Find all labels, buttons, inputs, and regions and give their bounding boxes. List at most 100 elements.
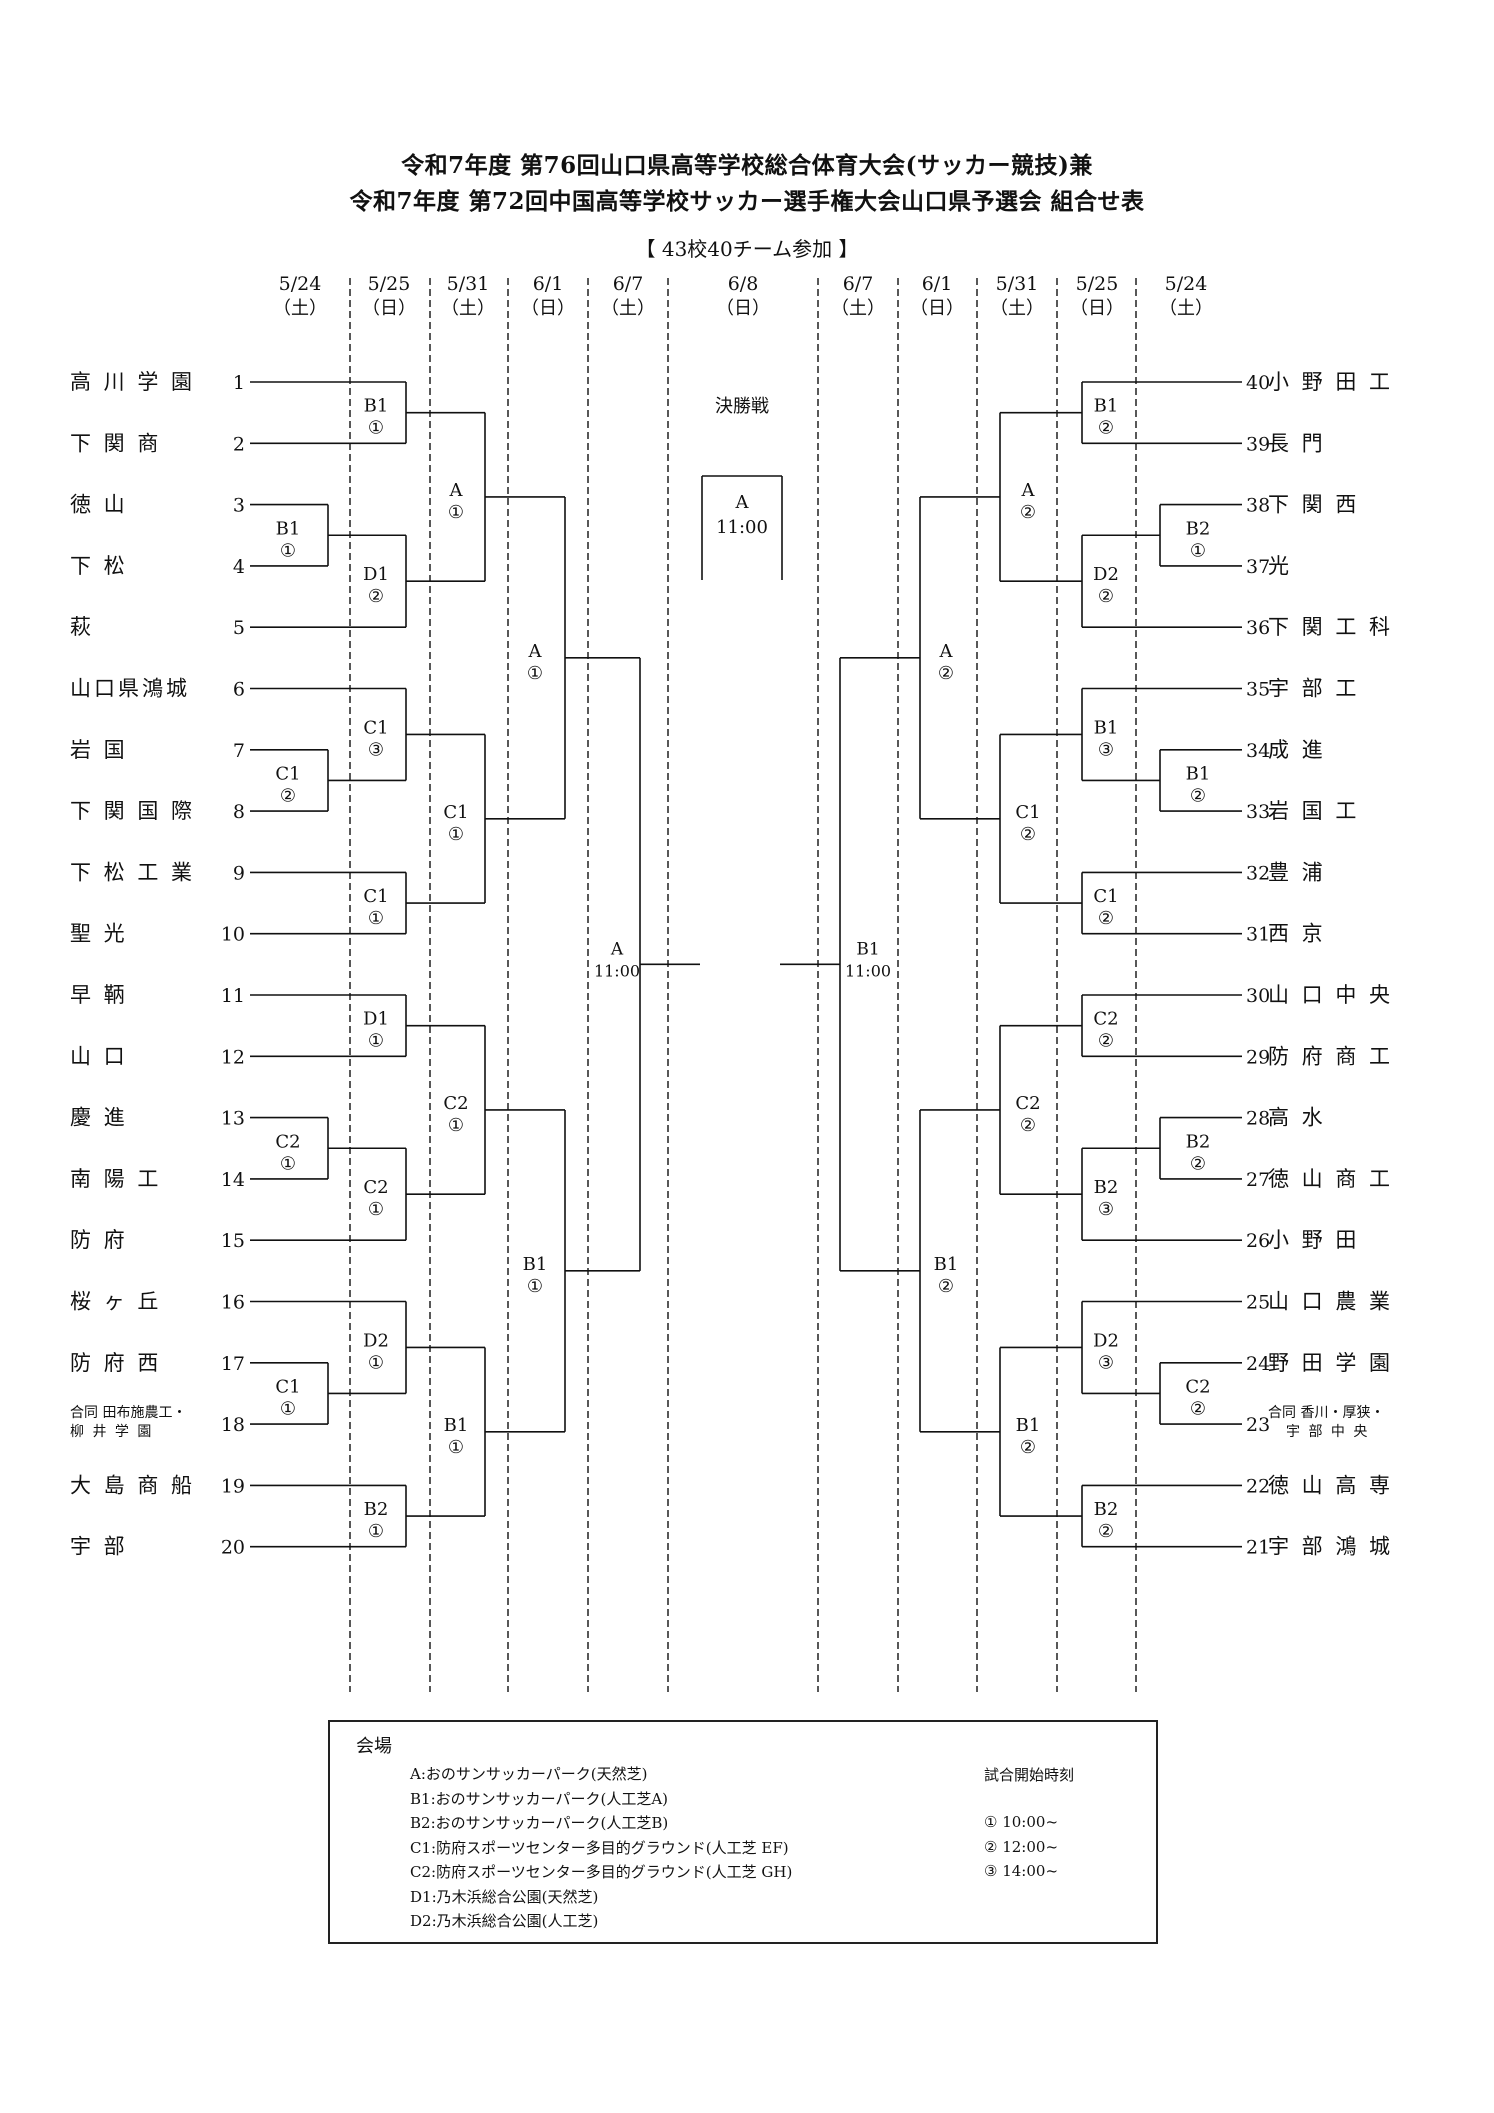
team-number: 12: [221, 1046, 245, 1068]
team-number: 5: [233, 617, 245, 639]
team-name: 下 松 工 業: [70, 860, 195, 884]
team-name: 下 関 国 際: [70, 799, 195, 823]
match-venue: B2: [1186, 1131, 1211, 1152]
match-venue: B1: [523, 1254, 548, 1275]
day-label: （日）: [716, 298, 770, 319]
team-number: 32: [1246, 862, 1270, 884]
date-label: 5/31: [996, 273, 1039, 295]
team-number: 3: [233, 495, 245, 517]
match-slot: ②: [1098, 418, 1114, 439]
start-time-item: ② 12:00~: [984, 1837, 1059, 1856]
match-venue: D1: [363, 564, 389, 585]
team-number: 2: [233, 433, 245, 455]
match-venue: B2: [1094, 1499, 1119, 1520]
match-slot: ①: [1190, 540, 1206, 561]
team-number: 24: [1246, 1353, 1270, 1375]
match-venue: B1: [934, 1254, 959, 1275]
venue-item: D2:乃木浜総合公園(人工芝): [410, 1912, 599, 1930]
start-times-list: ① 10:00~ ② 12:00~ ③ 14:00~: [984, 1810, 1058, 1884]
date-label: 6/1: [922, 273, 953, 295]
match-slot: ③: [1098, 739, 1114, 760]
team-name: 山 口 農 業: [1268, 1290, 1393, 1314]
final-label: 決勝戦: [715, 396, 769, 417]
match-slot: ①: [368, 1031, 384, 1052]
match-venue: C1: [443, 802, 468, 823]
team-number: 22: [1246, 1475, 1270, 1497]
day-label: （土）: [601, 298, 655, 319]
title-line-1: 令和7年度 第76回山口県高等学校総合体育大会(サッカー競技)兼: [401, 152, 1093, 179]
team-name: 防 府: [70, 1228, 128, 1252]
team-number: 30: [1246, 985, 1270, 1007]
team-name: 光: [1268, 554, 1292, 578]
match-venue: B1: [276, 518, 301, 539]
subtitle: 【 43校40チーム参加 】: [635, 237, 859, 261]
match-slot: ②: [938, 1276, 954, 1297]
start-time-item: ③ 14:00~: [984, 1862, 1059, 1880]
match-venue: B2: [364, 1499, 389, 1520]
match-slot: ②: [280, 785, 296, 806]
team-number: 18: [221, 1414, 245, 1436]
match-venue: B1: [364, 396, 389, 417]
team-number: 40: [1246, 372, 1270, 394]
team-name: 聖 光: [70, 922, 128, 946]
day-label: （土）: [273, 298, 327, 319]
match-venue: C1: [1093, 886, 1118, 907]
team-name: 岩 国 工: [1268, 799, 1359, 823]
team-name: 徳 山 商 工: [1268, 1167, 1393, 1191]
match-venue: D2: [1093, 564, 1119, 585]
date-label: 6/1: [533, 273, 564, 295]
semifinal-time: 11:00: [845, 961, 891, 980]
team-number: 33: [1246, 801, 1270, 823]
team-name: 合同 香川・厚狭・: [1268, 1405, 1384, 1421]
team-number: 25: [1246, 1292, 1270, 1314]
match-venue: D2: [1093, 1330, 1119, 1351]
semifinal-venue: A: [610, 939, 624, 959]
team-name: 慶 進: [70, 1106, 128, 1130]
venue-item: B1:おのサンサッカーパーク(人工芝A): [410, 1789, 669, 1808]
team-number: 20: [221, 1537, 245, 1559]
match-venue: B1: [1094, 717, 1119, 738]
day-label: （日）: [1070, 298, 1124, 319]
match-slot: ③: [1098, 1199, 1114, 1220]
match-slot: ①: [280, 540, 296, 561]
team-name: 宇 部 工: [1268, 677, 1359, 701]
date-label: 6/7: [843, 273, 874, 295]
team-number: 35: [1246, 679, 1270, 701]
team-name: 宇 部 中 央: [1286, 1424, 1369, 1440]
team-number: 4: [233, 556, 245, 578]
team-name: 豊 浦: [1268, 860, 1326, 884]
day-label: （日）: [521, 298, 575, 319]
venue-item: A:おのサンサッカーパーク(天然芝): [410, 1765, 648, 1783]
team-number: 6: [233, 679, 245, 701]
match-slot: ②: [1098, 908, 1114, 929]
match-slot: ①: [527, 663, 543, 684]
match-slot: ①: [280, 1398, 296, 1419]
team-number: 9: [233, 862, 245, 884]
final-venue: A: [735, 492, 750, 513]
team-number: 19: [221, 1475, 245, 1497]
team-name: 萩: [70, 615, 94, 639]
match-slot: ②: [1020, 502, 1036, 523]
team-number: 15: [221, 1230, 245, 1252]
match-venue: B1: [1186, 763, 1211, 784]
match-venue: B1: [1094, 396, 1119, 417]
team-name: 西 京: [1268, 922, 1326, 946]
match-venue: C2: [1185, 1376, 1210, 1397]
match-slot: ①: [368, 1199, 384, 1220]
team-number: 36: [1246, 617, 1270, 639]
day-label: （土）: [831, 298, 885, 319]
match-venue: A: [1021, 480, 1036, 501]
semifinal-venue: B1: [856, 939, 879, 959]
team-number: 38: [1246, 495, 1270, 517]
tournament-bracket: 5/24（土）5/25（日）5/31（土）6/1（日）6/7（土）6/8（日）6…: [70, 273, 1393, 1692]
match-venue: C2: [275, 1131, 300, 1152]
team-name: 徳 山: [70, 493, 128, 517]
title-line-2: 令和7年度 第72回中国高等学校サッカー選手権大会山口県予選会 組合せ表: [349, 188, 1145, 215]
team-name: 大 島 商 船: [70, 1473, 195, 1497]
team-name: 小 野 田 工: [1268, 370, 1393, 394]
team-number: 16: [221, 1292, 245, 1314]
match-venue: D2: [363, 1330, 389, 1351]
team-number: 39: [1246, 433, 1270, 455]
day-label: （土）: [990, 298, 1044, 319]
match-slot: ①: [448, 1115, 464, 1136]
